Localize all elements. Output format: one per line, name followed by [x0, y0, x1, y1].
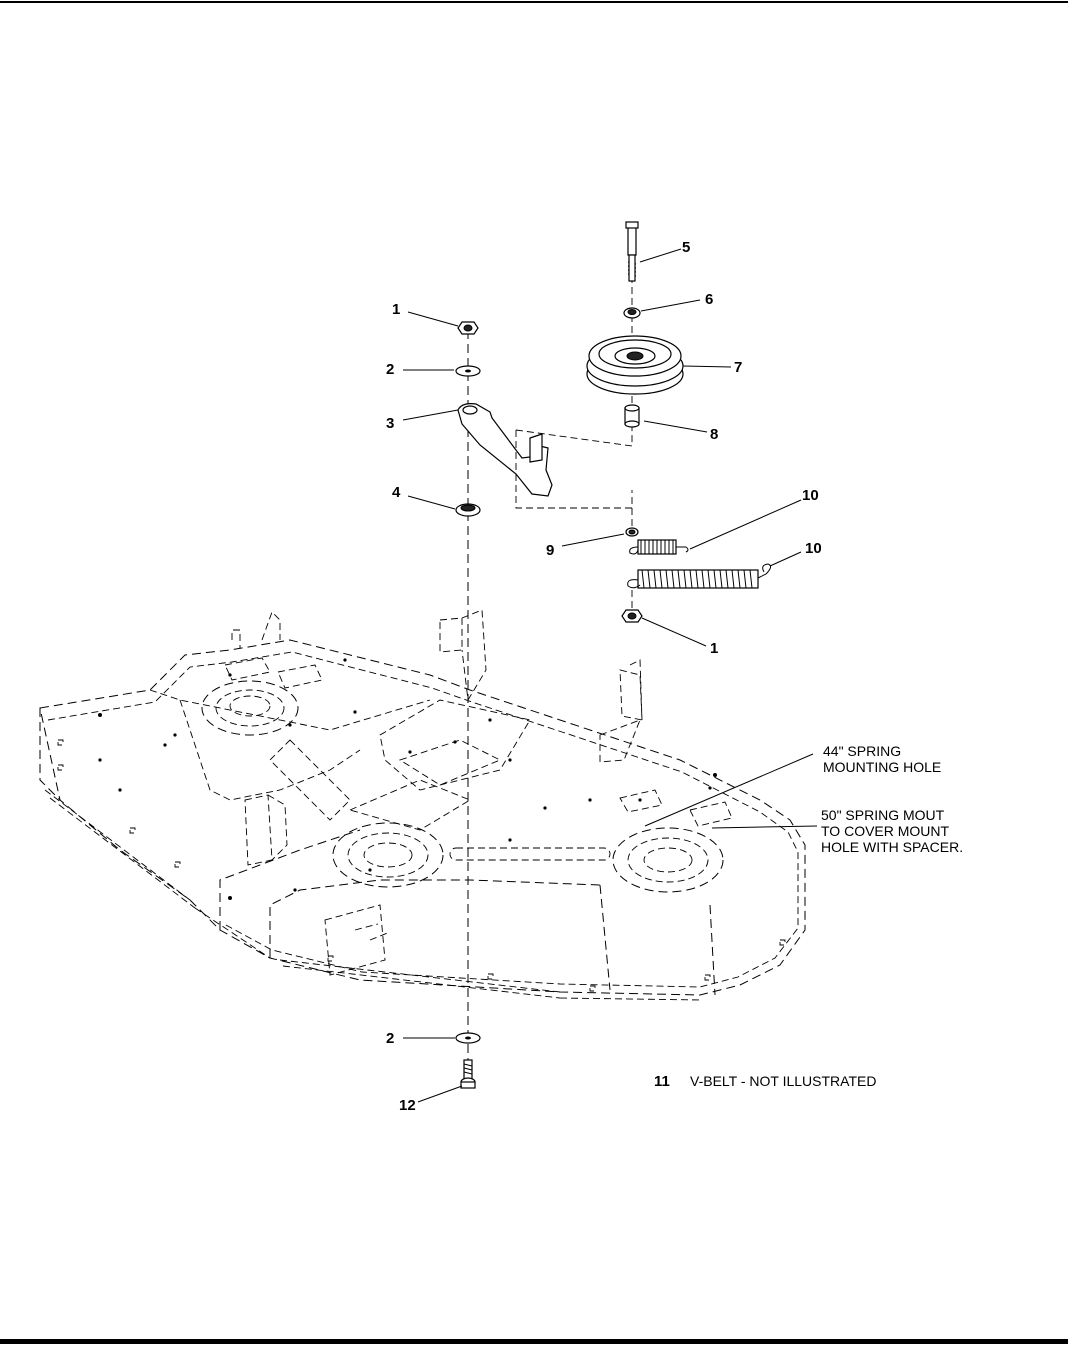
callout-6: 6 — [705, 291, 713, 308]
part-3-idler-arm — [457, 403, 553, 497]
callout-7: 7 — [734, 359, 742, 376]
callout-1-top: 1 — [392, 301, 400, 318]
bracket-left-rear — [231, 611, 281, 648]
callout-5: 5 — [682, 239, 690, 256]
part-7-pulley — [586, 335, 684, 395]
center-spindle — [332, 822, 444, 888]
callout-4: 4 — [392, 484, 401, 501]
part-2-washer-top — [455, 365, 481, 377]
part-4-bushing — [455, 503, 481, 517]
part-10-long-spring — [627, 563, 772, 589]
callout-10-long-spring: 10 — [805, 540, 822, 557]
part-9-spacer — [625, 527, 639, 537]
leader-lines — [402, 248, 818, 1103]
callout-12: 12 — [399, 1097, 416, 1114]
note-44-spring-line1: 44" SPRING — [823, 743, 901, 759]
note-50-spring-line1: 50" SPRING MOUT — [821, 807, 945, 823]
part-10-short-spring — [629, 539, 689, 555]
callout-2-bottom: 2 — [386, 1030, 394, 1047]
callout-10-short-spring: 10 — [802, 487, 819, 504]
legend-item-number: 11 — [654, 1073, 670, 1090]
bottom-rule — [0, 1339, 1068, 1344]
part-8-spacer — [624, 404, 640, 428]
left-spindle — [201, 680, 299, 736]
top-rule — [0, 1, 1068, 3]
mower-deck — [39, 609, 806, 1001]
note-44-spring-line2: MOUNTING HOLE — [823, 759, 941, 775]
deck-holes — [98, 658, 717, 900]
deck-front-slots — [57, 739, 786, 992]
callout-3: 3 — [386, 415, 394, 432]
note-50-spring-line2: TO COVER MOUNT — [821, 823, 950, 839]
part-6-nut — [623, 307, 641, 319]
callout-8: 8 — [710, 426, 718, 443]
callout-1-bottom: 1 — [710, 640, 718, 657]
part-12-bolt — [460, 1059, 476, 1089]
bracket-left-front — [244, 794, 288, 866]
right-spindle — [612, 827, 724, 893]
bracket-front-center — [324, 904, 391, 976]
bracket-right-rear — [599, 659, 643, 763]
part-5-bolt — [625, 221, 639, 282]
callout-9: 9 — [546, 542, 554, 559]
deck-top-outline — [39, 639, 806, 996]
part-1-locknut-bottom — [621, 609, 643, 623]
part-1-locknut-top — [457, 321, 479, 335]
legend-item-text: V-BELT - NOT ILLUSTRATED — [690, 1073, 876, 1089]
bracket-center-rear — [439, 609, 487, 702]
part-2-washer-bottom — [455, 1032, 481, 1044]
note-50-spring-line3: HOLE WITH SPACER. — [821, 839, 963, 855]
callout-2-top: 2 — [386, 361, 394, 378]
